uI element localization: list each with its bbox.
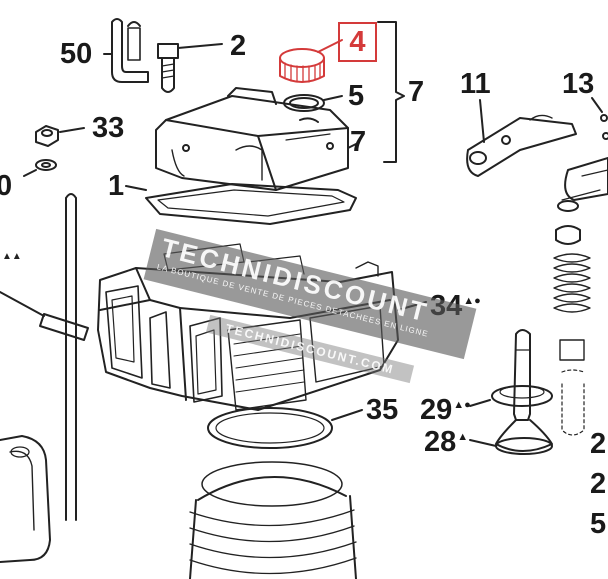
callout-28-marker: ▲ xyxy=(457,431,469,443)
callout-2-right-a: 2 xyxy=(590,428,607,460)
bracket-7 xyxy=(377,21,405,163)
callout-28-number: 28 xyxy=(424,426,457,458)
callout-5: 5 xyxy=(348,80,365,112)
part-28-valve xyxy=(469,329,553,455)
part-50-bracket xyxy=(103,18,149,83)
callout-2-right-b: 2 xyxy=(590,468,607,500)
callout-0: 0 xyxy=(0,170,13,202)
part-4-oil-cap xyxy=(279,39,343,83)
callout-4-highlight: 4 xyxy=(338,22,377,62)
callout-29: 29▲● xyxy=(420,396,471,425)
callout-35: 35 xyxy=(366,394,399,426)
callout-33: 33 xyxy=(92,112,125,144)
part-7-valve-cover xyxy=(155,87,357,191)
part-33-nut xyxy=(23,125,85,177)
long-stud xyxy=(0,193,89,521)
callout-11: 11 xyxy=(460,68,491,100)
marker-left: ▲▲ xyxy=(2,251,22,262)
part-11-rocker-arm xyxy=(466,99,577,177)
callout-5-right: 5 xyxy=(590,508,607,540)
callout-4: 4 xyxy=(349,26,366,58)
part-29-valve-seat xyxy=(469,385,553,407)
callout-29-marker: ▲● xyxy=(453,399,471,411)
left-manifold xyxy=(0,435,51,563)
cylinder-barrel xyxy=(189,461,357,579)
part-2-bolt xyxy=(157,43,223,93)
callout-2: 2 xyxy=(230,30,247,62)
part-1-gasket xyxy=(125,183,357,225)
part-35-gasket-ring xyxy=(207,407,363,449)
callout-13: 13 xyxy=(562,68,595,100)
part-5-oring xyxy=(283,94,343,112)
valve-spring-assembly xyxy=(553,225,591,436)
callout-29-number: 29 xyxy=(420,394,453,426)
callout-7: 7 xyxy=(350,126,367,158)
callout-7-top: 7 xyxy=(408,76,425,108)
callout-28: 28▲ xyxy=(424,428,468,457)
part-13-rocker-shaft xyxy=(557,97,608,212)
callout-1: 1 xyxy=(108,170,125,202)
callout-34-marker: ▲● xyxy=(463,295,481,307)
callout-50: 50 xyxy=(60,38,93,70)
